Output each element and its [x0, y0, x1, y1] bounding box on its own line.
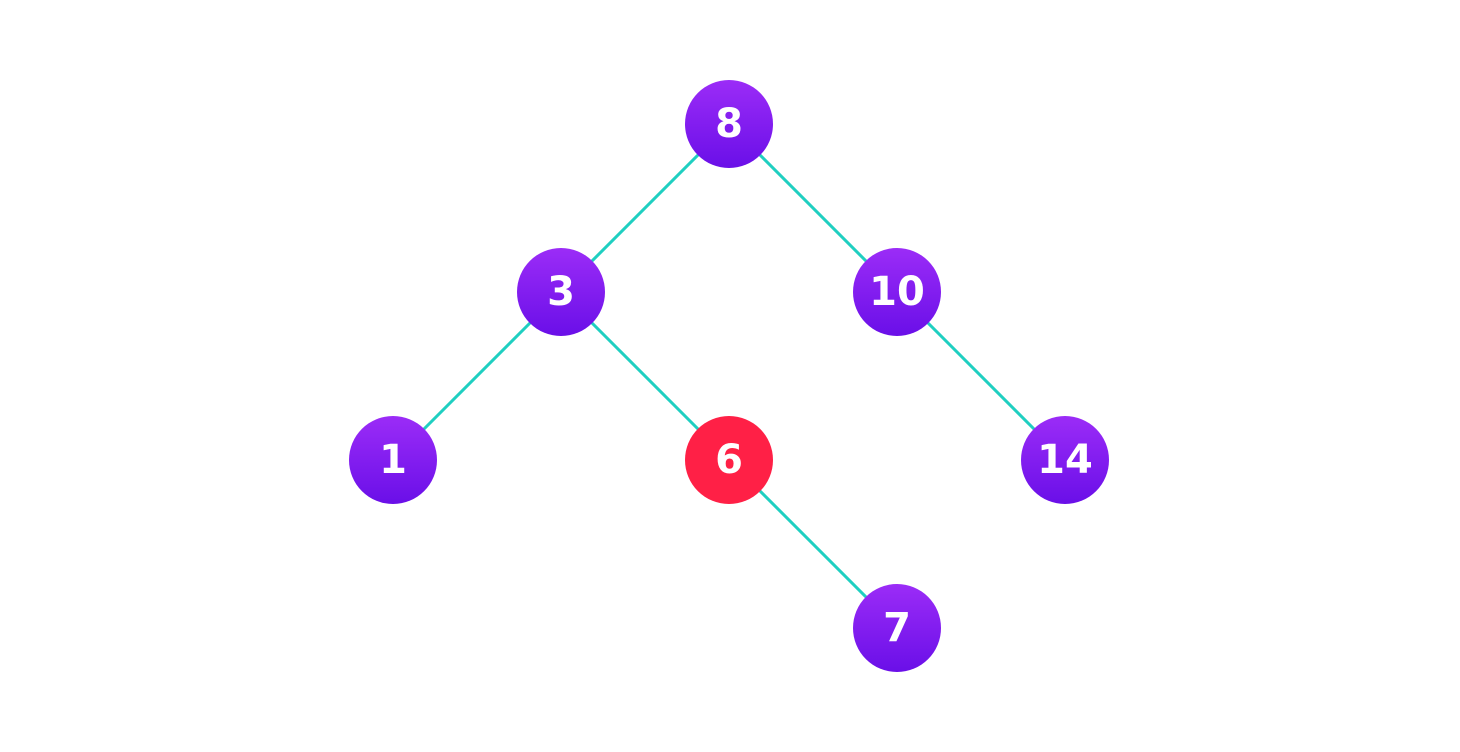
node-label: 3 [547, 269, 575, 315]
node-circle [517, 248, 605, 336]
tree-node-highlighted: 6 [685, 416, 773, 504]
tree-node: 8 [685, 80, 773, 168]
node-circle [685, 416, 773, 504]
tree-node: 7 [853, 584, 941, 672]
tree-node: 10 [853, 248, 941, 336]
tree-node: 3 [517, 248, 605, 336]
edge-layer [391, 122, 1067, 630]
node-label: 1 [379, 437, 407, 483]
tree-node: 1 [349, 416, 437, 504]
node-layer: 8 3 10 1 6 14 7 [349, 80, 1109, 672]
tree-node: 14 [1021, 416, 1109, 504]
node-circle [349, 416, 437, 504]
node-circle [853, 584, 941, 672]
node-circle [685, 80, 773, 168]
node-circle [1021, 416, 1109, 504]
node-label: 6 [715, 437, 743, 483]
node-label: 8 [715, 101, 743, 147]
node-label: 14 [1037, 437, 1093, 483]
node-label: 10 [869, 269, 925, 315]
node-circle [853, 248, 941, 336]
node-label: 7 [883, 605, 911, 651]
